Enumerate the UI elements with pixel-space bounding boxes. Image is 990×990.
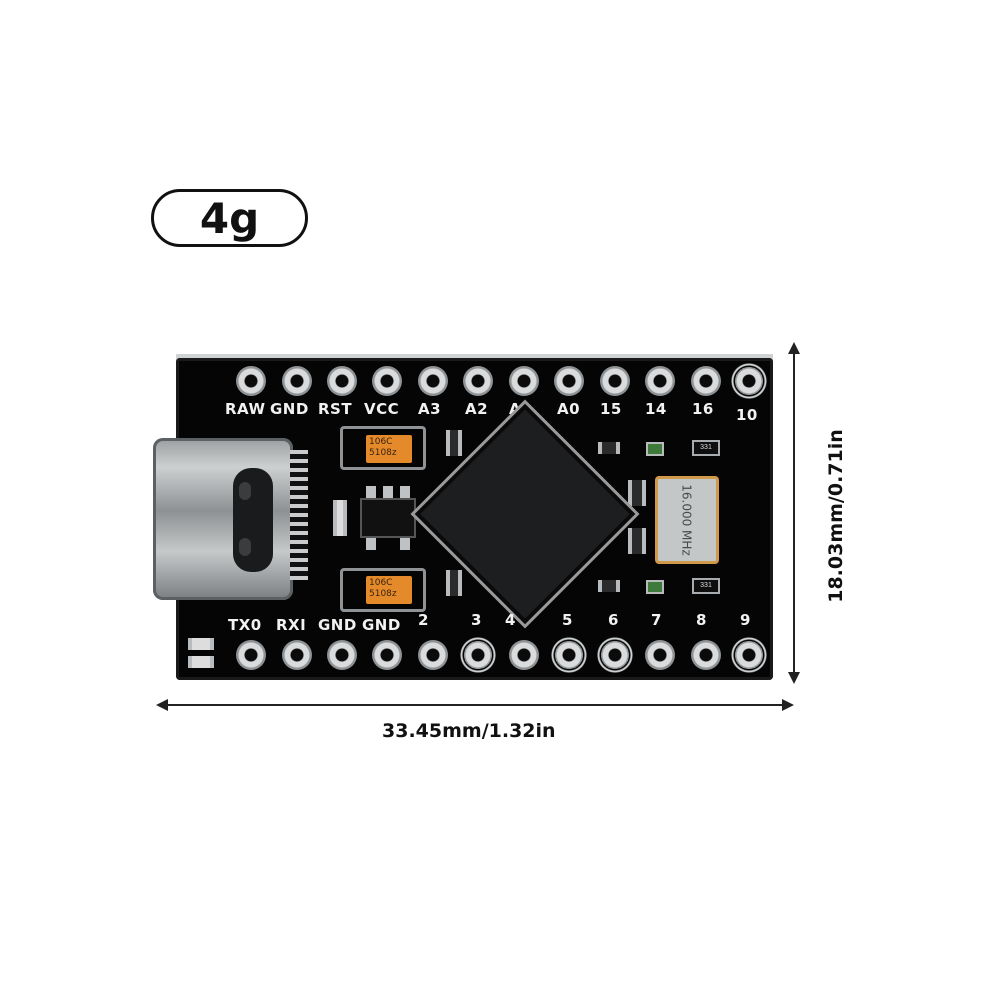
pin-label-top: 15: [600, 400, 622, 418]
weight-badge: 4g: [151, 189, 308, 247]
pad-top-vcc: [372, 366, 402, 396]
pin-label-bottom: 8: [696, 611, 707, 629]
pin-label-top: VCC: [364, 400, 400, 418]
capacitor-marking: 106C 5108z: [369, 437, 397, 458]
board-edge: [176, 354, 773, 360]
height-label: 18.03mm/0.71in: [825, 429, 847, 603]
pin-label-bottom: GND: [362, 616, 401, 634]
pin-label-top: RAW: [225, 400, 266, 418]
width-label: 33.45mm/1.32in: [382, 720, 556, 742]
height-dimension-line: [793, 346, 795, 678]
pad-bottom-9: [731, 637, 767, 673]
pad-top-10: [731, 363, 767, 399]
pad-top-a3: [418, 366, 448, 396]
pad-bottom-5: [551, 637, 587, 673]
arrow-up-icon: [788, 342, 800, 354]
smd-component: [598, 442, 620, 454]
status-led: [646, 580, 664, 594]
width-dimension-line: [160, 704, 790, 706]
voltage-regulator: [362, 500, 414, 536]
smd-component: [628, 528, 646, 554]
smd-component: [446, 430, 462, 456]
smd-component: [446, 570, 462, 596]
pad-top-rst: [327, 366, 357, 396]
pin-label-bottom: 5: [562, 611, 573, 629]
smd-component: [188, 638, 214, 650]
resistor: 331: [692, 440, 720, 456]
pad-top-14: [645, 366, 675, 396]
crystal-oscillator: 16.000 MHz: [655, 476, 719, 564]
pad-bottom-tx0: [236, 640, 266, 670]
crystal-marking: 16.000 MHz: [680, 484, 695, 556]
pad-top-a0: [554, 366, 584, 396]
pin-label-top: A0: [557, 400, 581, 418]
pad-top-gnd: [282, 366, 312, 396]
pin-label-bottom: 4: [505, 611, 516, 629]
pad-bottom-3: [460, 637, 496, 673]
pad-top-a1: [509, 366, 539, 396]
pad-bottom-rxi: [282, 640, 312, 670]
pad-bottom-7: [645, 640, 675, 670]
smd-component: [628, 480, 646, 506]
pad-top-16: [691, 366, 721, 396]
status-led: [646, 442, 664, 456]
pad-top-raw: [236, 366, 266, 396]
capacitor-marking: 106C 5108z: [369, 578, 397, 599]
usb-solder-pins: [290, 450, 308, 580]
pad-top-15: [600, 366, 630, 396]
resistor-marking: 331: [700, 444, 712, 451]
pad-bottom-gnd: [372, 640, 402, 670]
smd-component: [598, 580, 620, 592]
smd-component: [188, 656, 214, 668]
pin-label-bottom: 9: [740, 611, 751, 629]
pin-label-top: 16: [692, 400, 714, 418]
tantalum-capacitor: 106C 5108z: [366, 435, 412, 463]
pad-bottom-gnd: [327, 640, 357, 670]
pin-label-bottom: 2: [418, 611, 429, 629]
pin-label-top: A2: [465, 400, 489, 418]
pin-label-bottom: RXI: [276, 616, 307, 634]
pin-label-top: 14: [645, 400, 667, 418]
pad-top-a2: [463, 366, 493, 396]
weight-label: 4g: [199, 193, 260, 243]
pin-label-bottom: GND: [318, 616, 357, 634]
smd-component: [333, 500, 347, 536]
arrow-left-icon: [156, 699, 168, 711]
pin-label-top: RST: [318, 400, 353, 418]
capacitor-frame: [340, 426, 426, 470]
arrow-down-icon: [788, 672, 800, 684]
usb-c-connector: [153, 438, 293, 600]
tantalum-capacitor: 106C 5108z: [366, 576, 412, 604]
pad-bottom-6: [597, 637, 633, 673]
pad-bottom-8: [691, 640, 721, 670]
resistor-marking: 331: [700, 582, 712, 589]
pad-bottom-2: [418, 640, 448, 670]
pin-label-bottom: 7: [651, 611, 662, 629]
pin-label-bottom: 3: [471, 611, 482, 629]
pin-label-top: 10: [736, 406, 758, 424]
capacitor-frame: [340, 568, 426, 612]
pad-bottom-4: [509, 640, 539, 670]
pin-label-bottom: TX0: [228, 616, 262, 634]
arrow-right-icon: [782, 699, 794, 711]
usb-c-port-icon: [233, 468, 273, 572]
pin-label-top: A3: [418, 400, 442, 418]
resistor: 331: [692, 578, 720, 594]
pin-label-bottom: 6: [608, 611, 619, 629]
pin-label-top: GND: [270, 400, 309, 418]
